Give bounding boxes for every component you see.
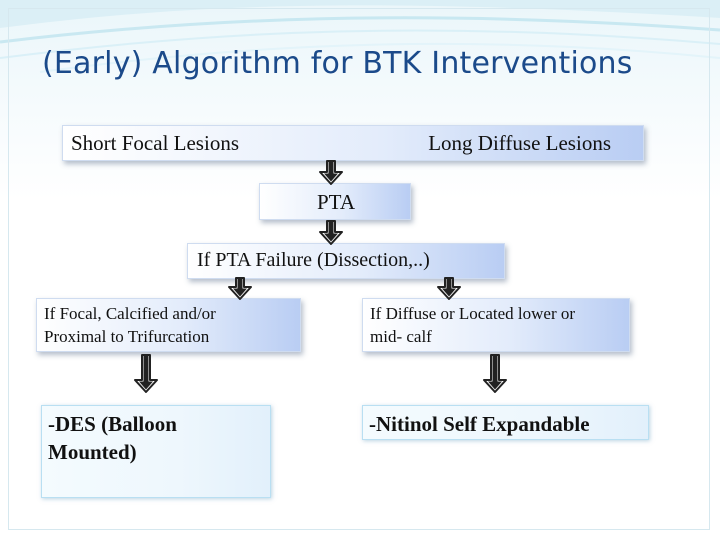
- diffuse-condition-line1: If Diffuse or Located lower or: [370, 304, 575, 324]
- des-result-box: -DES (Balloon Mounted): [41, 405, 271, 498]
- lesion-types-box: Short Focal Lesions Long Diffuse Lesions: [62, 125, 644, 161]
- des-result-line2: Mounted): [48, 440, 137, 465]
- pta-box: PTA: [259, 183, 411, 220]
- pta-label: PTA: [260, 190, 412, 215]
- slide-title: (Early) Algorithm for BTK Interventions: [42, 46, 702, 81]
- diffuse-condition-line2: mid- calf: [370, 327, 432, 347]
- long-diffuse-lesions-label: Long Diffuse Lesions: [428, 131, 611, 156]
- short-focal-lesions-label: Short Focal Lesions: [71, 131, 239, 156]
- nitinol-result-box: -Nitinol Self Expandable: [362, 405, 649, 440]
- arrow-lesions-to-pta: [318, 160, 344, 186]
- arrow-pta-to-failure: [318, 220, 344, 246]
- pta-failure-box: If PTA Failure (Dissection,..): [187, 243, 505, 279]
- des-result-line1: -DES (Balloon: [48, 412, 177, 437]
- focal-condition-line1: If Focal, Calcified and/or: [44, 304, 216, 324]
- arrow-focal-to-des: [133, 354, 159, 394]
- focal-condition-box: If Focal, Calcified and/or Proximal to T…: [36, 298, 301, 352]
- arrow-failure-to-diffuse: [436, 277, 462, 301]
- diffuse-condition-box: If Diffuse or Located lower or mid- calf: [362, 298, 630, 352]
- arrow-diffuse-to-nitinol: [482, 354, 508, 394]
- nitinol-result-label: -Nitinol Self Expandable: [369, 412, 590, 437]
- arrow-failure-to-focal: [227, 277, 253, 301]
- pta-failure-label: If PTA Failure (Dissection,..): [197, 249, 430, 272]
- focal-condition-line2: Proximal to Trifurcation: [44, 327, 209, 347]
